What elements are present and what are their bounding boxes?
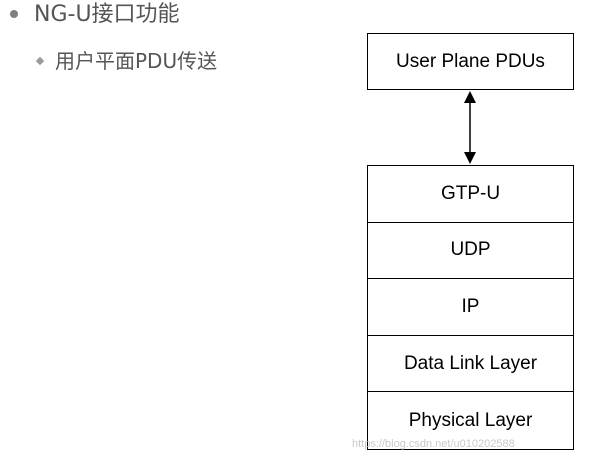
layer-udp: UDP (368, 223, 573, 280)
watermark-url: https://blog.csdn.net/u010202588 (352, 438, 515, 450)
layer-physical: Physical Layer (408, 409, 533, 431)
layer-ip: IP (368, 279, 573, 336)
bullet-level1 (10, 10, 18, 18)
subitem-user-plane-pdu-transfer: 用户平面PDU传送 (55, 49, 218, 73)
user-plane-pdus-box: User Plane PDUs (367, 33, 574, 90)
heading-ng-u-functions: NG-U接口功能 (34, 2, 180, 27)
layer-data-link: Data Link Layer (368, 336, 573, 393)
layer-gtp-u: GTP-U (368, 166, 573, 223)
protocol-stack: GTP-U UDP IP Data Link Layer Physical La… (367, 165, 574, 450)
